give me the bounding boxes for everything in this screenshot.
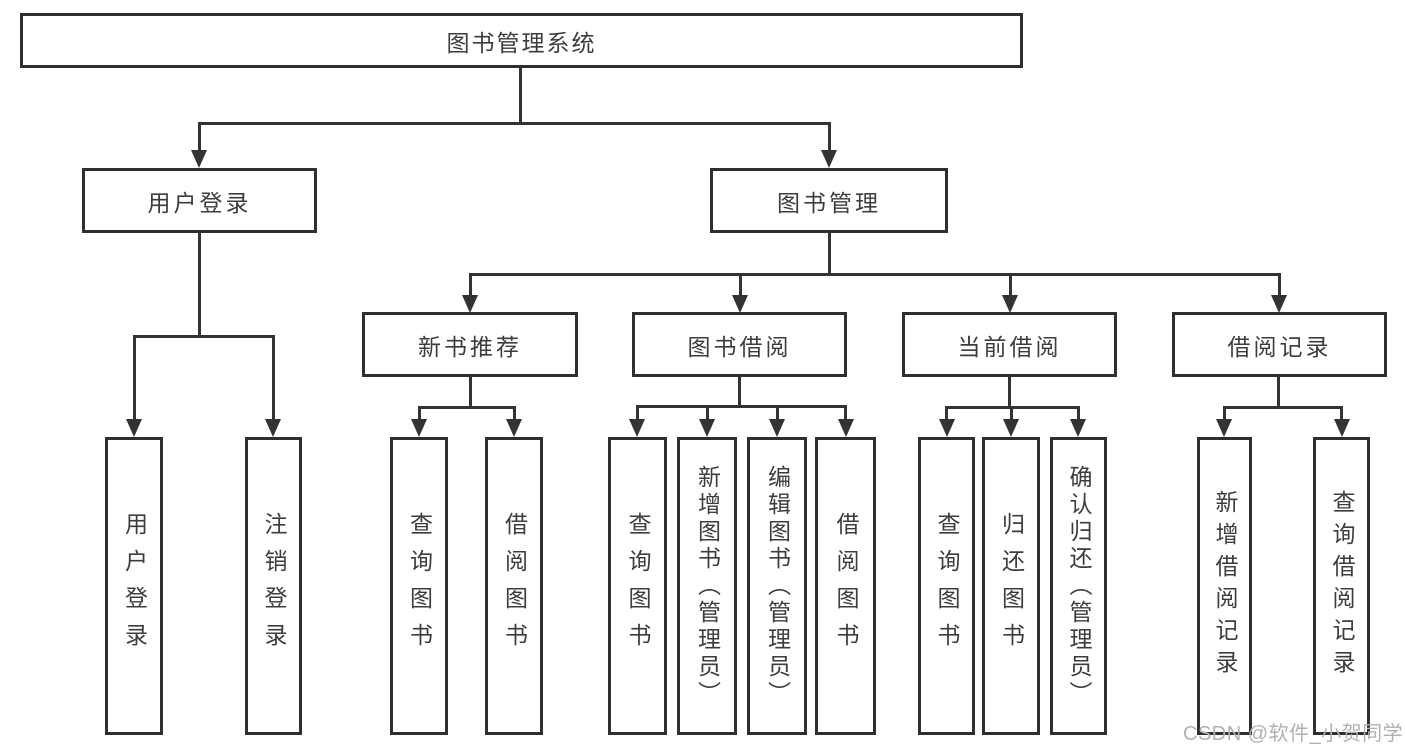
connector-line (1009, 406, 1013, 420)
leaf-query-borrow-record: 查询借阅记录 (1313, 437, 1370, 735)
node-book-borrowing-label: 图书借阅 (687, 333, 792, 360)
connector-line (1077, 406, 1080, 420)
arrow-down-icon (732, 295, 748, 313)
connector-line (945, 406, 948, 420)
connector-line (468, 273, 472, 297)
leaf-return-books: 归还图书 (982, 437, 1040, 735)
arrow-down-icon (1003, 419, 1019, 437)
leaf-borrow-books: 借阅图书 (815, 437, 876, 735)
arrow-down-icon (126, 419, 142, 437)
connector-line (468, 273, 1281, 276)
connector-line (468, 377, 472, 406)
connector-line (519, 68, 522, 122)
connector-line (844, 405, 847, 420)
node-borrowing-records-label: 借阅记录 (1227, 333, 1332, 360)
arrow-down-icon (939, 419, 955, 437)
connector-line (738, 377, 741, 405)
connector-line (417, 406, 421, 420)
leaf-borrow-books: 借阅图书 (485, 437, 543, 735)
node-user-login: 用户登录 (82, 168, 317, 233)
node-new-book-recommend: 新书推荐 (362, 312, 578, 377)
leaf-add-books-admin: 新增图书（管理员） (677, 437, 737, 735)
connector-line (271, 335, 275, 421)
leaf-add-borrow-record: 新增借阅记录 (1197, 437, 1252, 735)
connector-line (827, 122, 831, 152)
leaf-confirm-return-admin: 确认归还（管理员） (1050, 437, 1107, 735)
watermark: CSDN @软件_小贺同学 (1183, 723, 1404, 745)
node-root-label: 图书管理系统 (446, 29, 597, 56)
arrow-down-icon (629, 419, 645, 437)
connector-line (512, 406, 516, 420)
leaf-edit-books-admin: 编辑图书（管理员） (747, 437, 807, 735)
connector-line (417, 406, 516, 409)
arrow-down-icon (769, 419, 785, 437)
arrow-down-icon (1271, 295, 1287, 313)
node-book-borrowing: 图书借阅 (632, 312, 847, 377)
arrow-down-icon (699, 419, 715, 437)
arrow-down-icon (821, 150, 837, 168)
node-book-management: 图书管理 (710, 168, 948, 233)
connector-line (1008, 377, 1011, 406)
connector-line (635, 405, 639, 420)
node-root: 图书管理系统 (20, 13, 1023, 68)
connector-line (945, 406, 1080, 409)
connector-line (738, 273, 742, 297)
leaf-query-books: 查询图书 (608, 437, 667, 735)
connector-line (705, 405, 709, 420)
connector-line (132, 335, 275, 338)
leaf-user-login: 用户登录 (105, 437, 163, 735)
arrow-down-icon (1070, 419, 1086, 437)
node-borrowing-records: 借阅记录 (1172, 312, 1387, 377)
connector-line (1277, 273, 1281, 297)
connector-line (197, 233, 201, 335)
connector-line (197, 122, 201, 152)
connector-line (827, 233, 831, 273)
leaf-query-books: 查询图书 (390, 437, 448, 735)
node-current-borrowing: 当前借阅 (902, 312, 1117, 377)
connector-line (636, 405, 847, 408)
node-user-login-label: 用户登录 (147, 189, 252, 216)
arrow-down-icon (506, 419, 522, 437)
node-book-management-label: 图书管理 (777, 189, 881, 216)
arrow-down-icon (1216, 419, 1232, 437)
leaf-logout-login: 注销登录 (245, 437, 302, 735)
connector-line (775, 405, 779, 420)
connector-line (1223, 406, 1343, 409)
arrow-down-icon (462, 295, 478, 313)
connector-line (1008, 273, 1012, 297)
connector-line (1340, 406, 1343, 420)
connector-line (1277, 377, 1280, 406)
arrow-down-icon (838, 419, 854, 437)
arrow-down-icon (1002, 295, 1018, 313)
node-current-borrowing-label: 当前借阅 (957, 333, 1062, 360)
leaf-query-books: 查询图书 (918, 437, 975, 735)
connector-line (197, 122, 831, 125)
connector-line (132, 335, 136, 421)
connector-line (1223, 406, 1226, 420)
arrow-down-icon (1334, 419, 1350, 437)
arrow-down-icon (411, 419, 427, 437)
arrow-down-icon (191, 150, 207, 168)
node-new-book-recommend-label: 新书推荐 (418, 333, 522, 360)
arrow-down-icon (265, 419, 281, 437)
